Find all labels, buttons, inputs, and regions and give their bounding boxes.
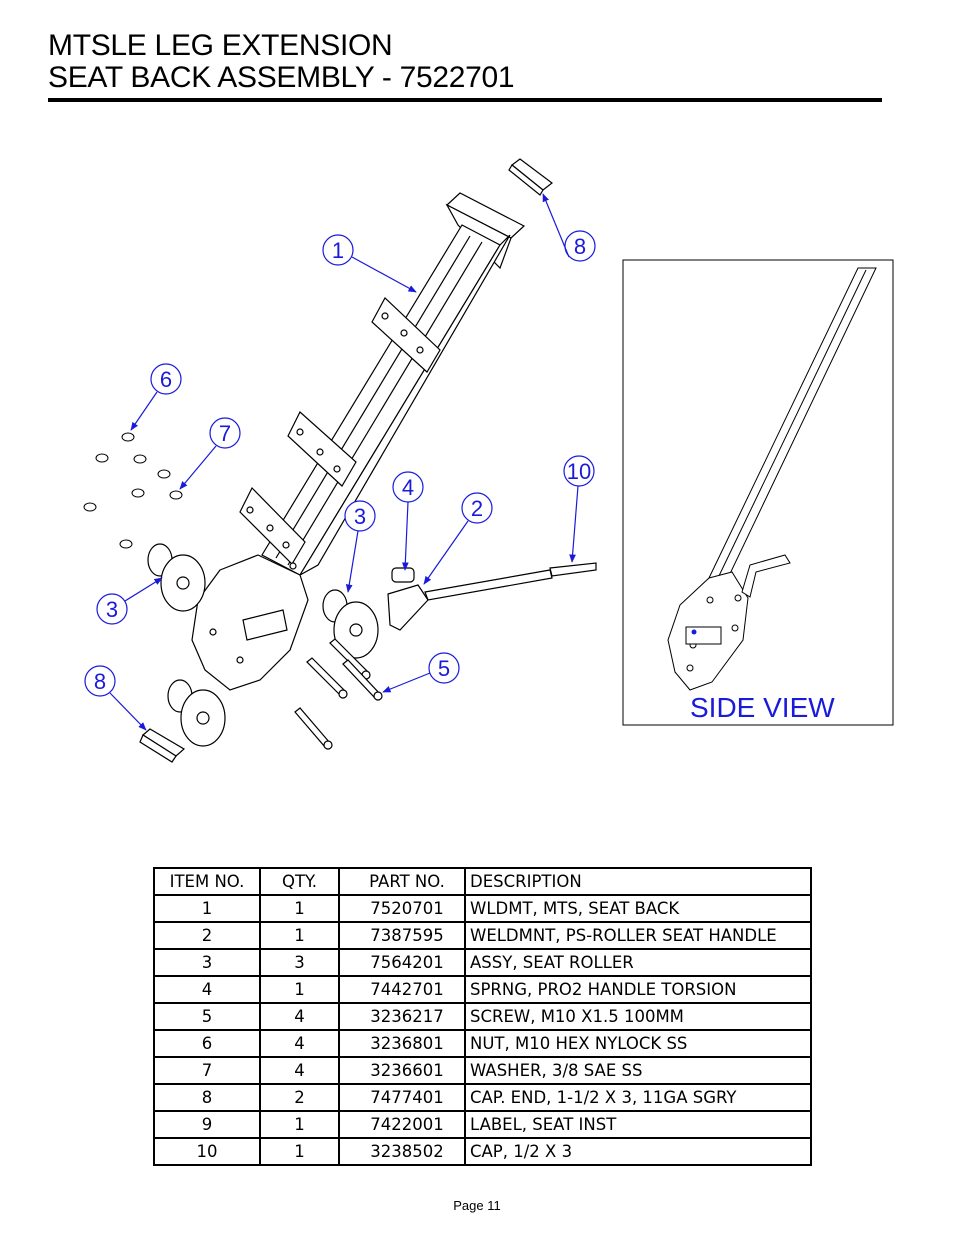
callouts [84,230,669,697]
side-view-panel: SIDE VIEW [622,259,894,726]
callout-5: 5 [438,656,450,681]
end-cap-top [508,158,553,196]
cell-part: 7442701 [338,975,466,1004]
cell-item: 3 [153,948,261,977]
cell-qty: 1 [259,921,340,950]
seat-rollers [147,543,379,747]
callout-4: 4 [402,475,414,500]
cell-item: 8 [153,1083,261,1112]
cell-qty: 1 [259,975,340,1004]
cell-qty: 4 [259,1056,340,1085]
header-description: DESCRIPTION [464,867,812,896]
seat-handle [387,562,597,631]
cell-qty: 1 [259,894,340,923]
screws [294,638,383,750]
table-row: 10 1 3238502 CAP, 1/2 X 3 [153,1137,812,1166]
cell-item: 10 [153,1137,261,1166]
cell-qty: 1 [259,1137,340,1166]
cell-part: 7387595 [338,921,466,950]
cell-item: 6 [153,1029,261,1058]
cell-part: 3238502 [338,1137,466,1166]
table-row: 7 4 3236601 WASHER, 3/8 SAE SS [153,1056,812,1085]
callout-7: 7 [219,421,231,446]
cell-part: 7477401 [338,1083,466,1112]
cell-item: 1 [153,894,261,923]
exploded-assembly-drawing: 1 8 6 7 10 4 2 3 9 3 8 5 SIDE VIEW [83,158,894,763]
cell-desc: SCREW, M10 X1.5 100MM [464,1002,812,1031]
table-row: 1 1 7520701 WLDMT, MTS, SEAT BACK [153,894,812,923]
table-row: 9 1 7422001 LABEL, SEAT INST [153,1110,812,1139]
cell-item: 2 [153,921,261,950]
cell-item: 9 [153,1110,261,1139]
header-qty: QTY. [259,867,340,896]
cell-desc: WASHER, 3/8 SAE SS [464,1056,812,1085]
cell-item: 4 [153,975,261,1004]
cell-desc: ASSY, SEAT ROLLER [464,948,812,977]
cell-desc: SPRNG, PRO2 HANDLE TORSION [464,975,812,1004]
callout-1: 1 [332,238,344,263]
cell-desc: CAP. END, 1-1/2 X 3, 11GA SGRY [464,1083,812,1112]
table-row: 4 1 7442701 SPRNG, PRO2 HANDLE TORSION [153,975,812,1004]
cell-item: 7 [153,1056,261,1085]
table-row: 5 4 3236217 SCREW, M10 X1.5 100MM [153,1002,812,1031]
title-rule [48,98,882,102]
nuts-and-washers [83,432,183,549]
callout-leaders [109,193,693,731]
cell-desc: WLDMT, MTS, SEAT BACK [464,894,812,923]
cell-part: 7564201 [338,948,466,977]
page-title-line1: MTSLE LEG EXTENSION [48,29,393,62]
cell-desc: NUT, M10 HEX NYLOCK SS [464,1029,812,1058]
callout-6: 6 [160,367,172,392]
cell-part: 7422001 [338,1110,466,1139]
callout-10: 10 [567,459,591,484]
callout-2: 2 [471,496,483,521]
header-part-no: PART NO. [338,867,466,896]
table-row: 2 1 7387595 WELDMNT, PS-ROLLER SEAT HAND… [153,921,812,950]
table-row: 6 4 3236801 NUT, M10 HEX NYLOCK SS [153,1029,812,1058]
side-view-label: SIDE VIEW [690,692,835,723]
header-item-no: ITEM NO. [153,867,261,896]
page-number: Page 11 [453,1198,501,1213]
table-header-row: ITEM NO. QTY. PART NO. DESCRIPTION [153,867,812,896]
cell-desc: LABEL, SEAT INST [464,1110,812,1139]
table-row: 8 2 7477401 CAP. END, 1-1/2 X 3, 11GA SG… [153,1083,812,1112]
table-row: 3 3 7564201 ASSY, SEAT ROLLER [153,948,812,977]
cell-qty: 4 [259,1002,340,1031]
cell-part: 3236217 [338,1002,466,1031]
cell-item: 5 [153,1002,261,1031]
seat-back-weldment [191,192,526,691]
cell-part: 3236801 [338,1029,466,1058]
callout-3-left: 3 [106,597,118,622]
cell-qty: 4 [259,1029,340,1058]
page-title-line2: SEAT BACK ASSEMBLY - 7522701 [48,61,515,94]
cell-part: 7520701 [338,894,466,923]
bill-of-materials-table: ITEM NO. QTY. PART NO. DESCRIPTION 1 1 7… [153,867,812,1166]
cell-qty: 2 [259,1083,340,1112]
cell-qty: 3 [259,948,340,977]
end-cap-bottom [139,728,186,763]
cell-qty: 1 [259,1110,340,1139]
callout-3-middle: 3 [354,504,366,529]
cell-part: 3236601 [338,1056,466,1085]
callout-8-bottom: 8 [94,669,106,694]
cell-desc: WELDMNT, PS-ROLLER SEAT HANDLE [464,921,812,950]
cell-desc: CAP, 1/2 X 3 [464,1137,812,1166]
callout-8-top: 8 [574,234,586,259]
